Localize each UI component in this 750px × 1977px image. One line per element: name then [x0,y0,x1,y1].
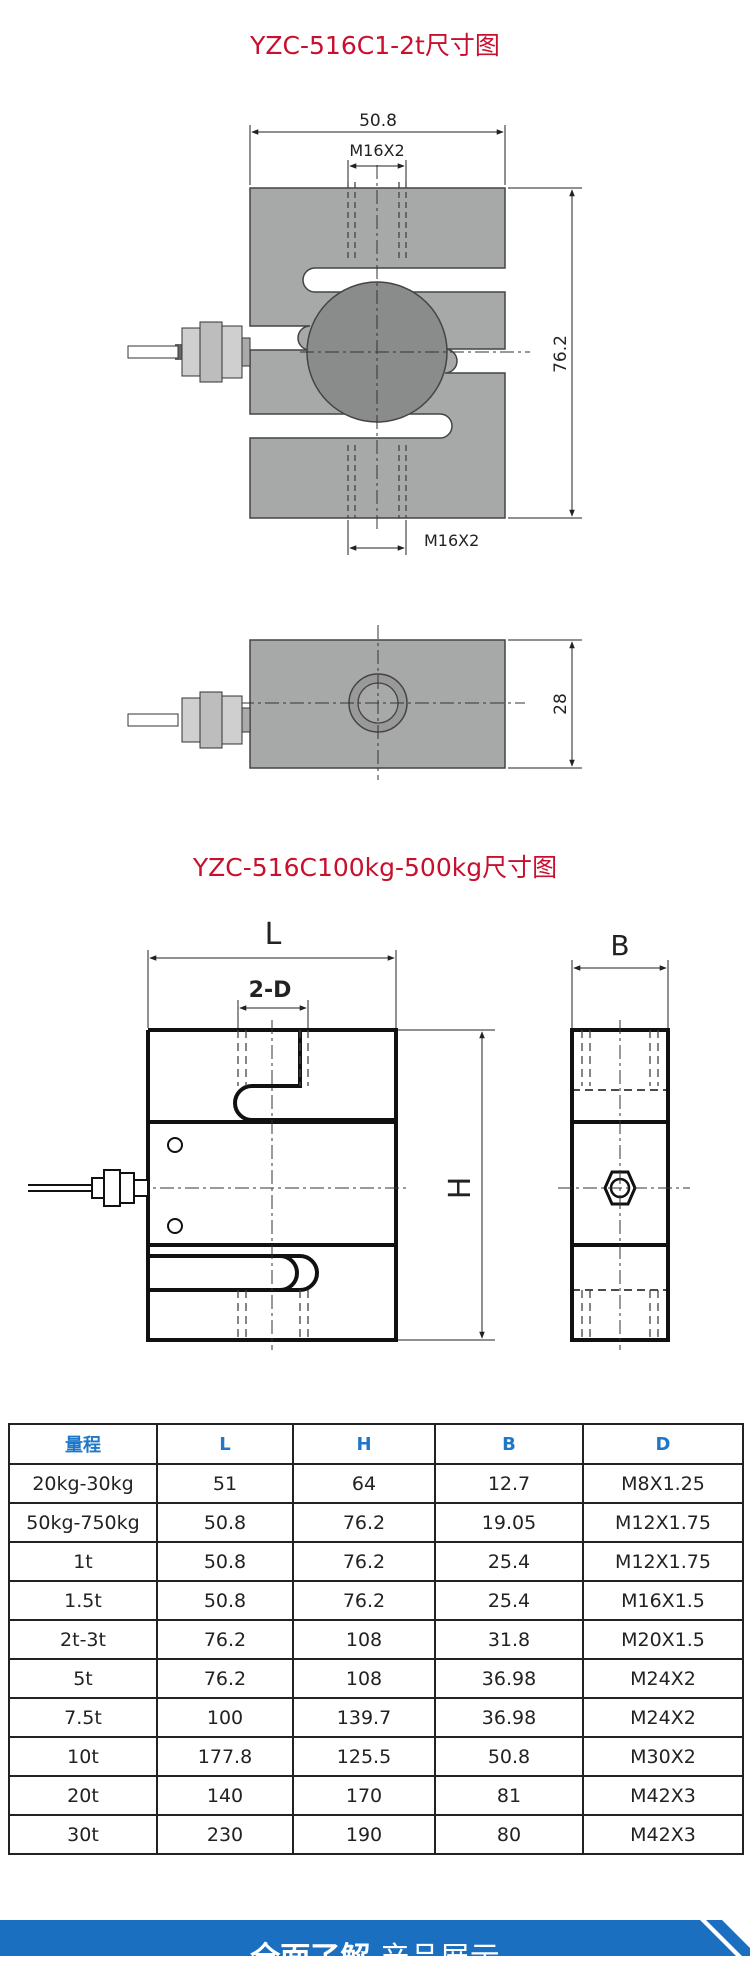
bottom-banner [0,1920,750,1956]
cell-d: M16X1.5 [582,1580,744,1621]
height-label: H [443,1177,478,1200]
cell-range: 2t-3t [8,1619,158,1660]
cell-l: 50.8 [156,1502,294,1543]
table-row: 20kg-30kg 51 64 12.7 M8X1.25 [8,1463,744,1504]
cell-range: 50kg-750kg [8,1502,158,1543]
cell-b: 25.4 [434,1580,584,1621]
header-h: H [292,1423,436,1465]
cell-range: 30t [8,1814,158,1855]
cable-connector-2 [28,1169,149,1207]
cell-range: 10t [8,1736,158,1777]
header-l: L [156,1423,294,1465]
spec-table: 量程 L H B D 20kg-30kg 51 64 12.7 M8X1.25 … [8,1423,744,1855]
cell-b: 50.8 [434,1736,584,1777]
cell-l: 50.8 [156,1580,294,1621]
cell-h: 76.2 [292,1580,436,1621]
banner-subtext: 产品展示 [379,1941,500,1976]
cell-b: 36.98 [434,1697,584,1738]
table-header-row: 量程 L H B D [8,1423,744,1465]
cell-b: 36.98 [434,1658,584,1699]
length-label: L [265,917,282,952]
table-row: 50kg-750kg 50.8 76.2 19.05 M12X1.75 [8,1502,744,1543]
s-body-outline-2 [146,1028,398,1247]
table-row: 2t-3t 76.2 108 31.8 M20X1.5 [8,1619,744,1660]
table-row: 5t 76.2 108 36.98 M24X2 [8,1658,744,1699]
cell-d: M12X1.75 [582,1541,744,1582]
table-row: 20t 140 170 81 M42X3 [8,1775,744,1816]
cell-h: 170 [292,1775,436,1816]
cell-b: 19.05 [434,1502,584,1543]
cell-h: 125.5 [292,1736,436,1777]
banner-text: 全面了解 产品展示 [0,1933,750,1977]
cell-l: 177.8 [156,1736,294,1777]
cell-d: M30X2 [582,1736,744,1777]
height-dimension: 76.2 [551,335,571,373]
cell-d: M12X1.75 [582,1502,744,1543]
thread-bottom-label: M16X2 [424,531,479,550]
cell-range: 20t [8,1775,158,1816]
header-range: 量程 [8,1423,158,1465]
drawing-2-views: L 2-D H B [28,917,690,1350]
cell-h: 108 [292,1619,436,1660]
cell-b: 31.8 [434,1619,584,1660]
table-row: 7.5t 100 139.7 36.98 M24X2 [8,1697,744,1738]
header-d: D [582,1423,744,1465]
cell-range: 1.5t [8,1580,158,1621]
depth-dimension: 28 [551,693,571,715]
cell-d: M8X1.25 [582,1463,744,1504]
cell-d: M42X3 [582,1814,744,1855]
cell-l: 76.2 [156,1619,294,1660]
cell-b: 81 [434,1775,584,1816]
cell-l: 50.8 [156,1541,294,1582]
table-row: 1.5t 50.8 76.2 25.4 M16X1.5 [8,1580,744,1621]
cell-d: M42X3 [582,1775,744,1816]
cell-d: M24X2 [582,1658,744,1699]
width-dimension: 50.8 [359,111,397,131]
cell-range: 20kg-30kg [8,1463,158,1504]
cell-d: M20X1.5 [582,1619,744,1660]
drawing-title-1: YZC-516C1-2t尺寸图 [250,31,500,60]
cell-h: 190 [292,1814,436,1855]
cell-range: 5t [8,1658,158,1699]
thread-d-label: 2-D [249,978,292,1003]
cell-l: 140 [156,1775,294,1816]
banner-bold-text: 全面了解 [250,1941,371,1976]
cell-h: 139.7 [292,1697,436,1738]
table-row: 1t 50.8 76.2 25.4 M12X1.75 [8,1541,744,1582]
table-row: 10t 177.8 125.5 50.8 M30X2 [8,1736,744,1777]
cell-l: 100 [156,1697,294,1738]
cable-connector [127,321,251,383]
table-row: 30t 230 190 80 M42X3 [8,1814,744,1855]
cell-b: 12.7 [434,1463,584,1504]
thread-top-label: M16X2 [349,141,404,160]
side-cable-connector [127,691,251,749]
drawing-1-front-view: 50.8 M16X2 M16X2 76.2 28 [127,111,582,780]
cell-range: 1t [8,1541,158,1582]
width-label: B [610,929,629,962]
drawing-title-2: YZC-516C100kg-500kg尺寸图 [192,853,558,882]
cell-range: 7.5t [8,1697,158,1738]
header-b: B [434,1423,584,1465]
cell-h: 76.2 [292,1502,436,1543]
cell-h: 76.2 [292,1541,436,1582]
cell-l: 51 [156,1463,294,1504]
cell-b: 80 [434,1814,584,1855]
cell-h: 108 [292,1658,436,1699]
cell-h: 64 [292,1463,436,1504]
cell-l: 76.2 [156,1658,294,1699]
cell-b: 25.4 [434,1541,584,1582]
cell-d: M24X2 [582,1697,744,1738]
cell-l: 230 [156,1814,294,1855]
